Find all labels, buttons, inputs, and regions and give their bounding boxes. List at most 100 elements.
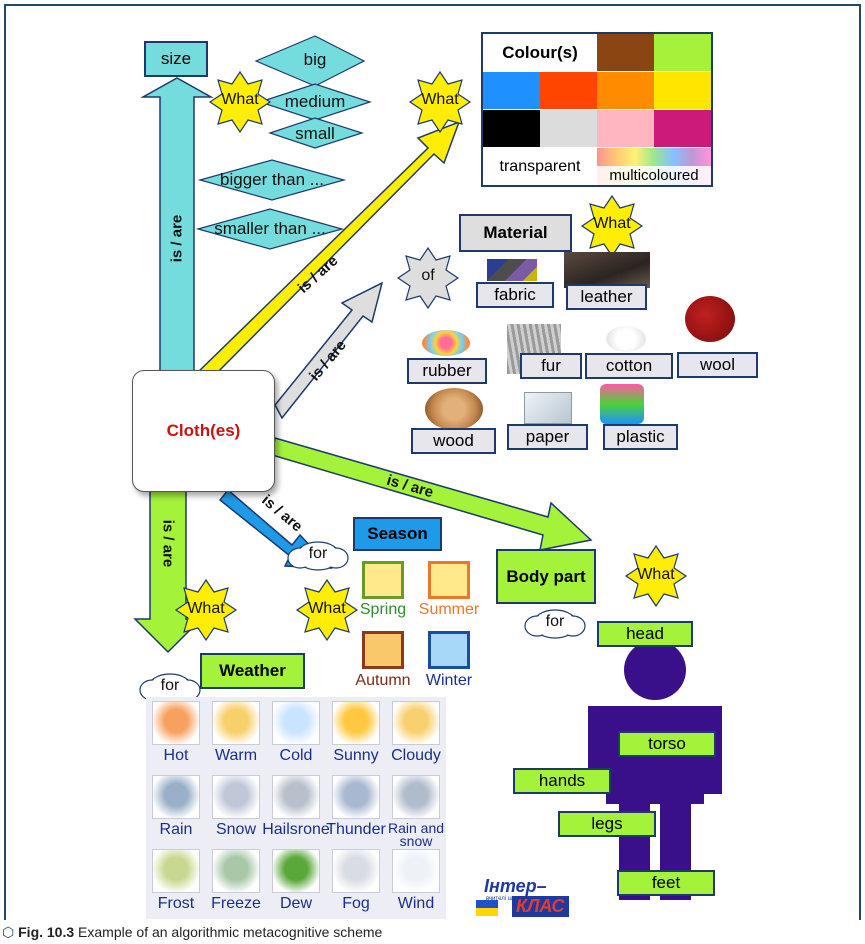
- material-cotton: cotton: [585, 353, 673, 379]
- cold-icon: [272, 701, 320, 745]
- fabric-image: [487, 259, 537, 281]
- size-medium-label: medium: [284, 92, 346, 111]
- star-what-body: [624, 544, 688, 608]
- swatch-magenta: [654, 110, 711, 147]
- plastic-image: [600, 384, 644, 424]
- weather-cold: Cold: [279, 747, 313, 764]
- logo-line2: КЛАС: [512, 896, 569, 917]
- cloud-for-season: [287, 541, 349, 571]
- colour-grid: Colour(s) transparent multicoloured: [481, 32, 713, 187]
- diagram-frame: [4, 4, 861, 920]
- body-title: Body part: [496, 549, 596, 604]
- cloud-for-weather: [139, 673, 201, 703]
- weather-dew: Dew: [279, 895, 312, 912]
- wood-image: [425, 388, 483, 430]
- thunder-icon: [332, 775, 380, 819]
- season-title: Season: [353, 517, 442, 551]
- weather-wind: Wind: [397, 895, 435, 912]
- material-fabric: fabric: [476, 282, 554, 308]
- arrow-weather-label: is / are: [159, 519, 177, 568]
- snow-icon: [212, 775, 260, 819]
- caption-text: Example of an algorithmic metacognitive …: [74, 924, 383, 940]
- what-season-label: What: [308, 600, 346, 617]
- body-legs: legs: [558, 811, 656, 837]
- weather-cloudy: Cloudy: [391, 747, 441, 764]
- diamond-medium: [258, 83, 372, 121]
- multicoloured-label: multicoloured: [597, 166, 711, 185]
- transparent-label: transparent: [499, 158, 581, 175]
- hot-icon: [152, 701, 200, 745]
- weather-rain: Rain: [159, 821, 193, 838]
- swatch-black: [483, 110, 540, 147]
- wind-icon: [392, 849, 440, 893]
- for-body-label: for: [545, 613, 565, 630]
- for-weather-label: for: [160, 677, 180, 694]
- rain-icon: [152, 775, 200, 819]
- winter-icon: [428, 631, 470, 669]
- material-rubber: rubber: [407, 358, 487, 384]
- colour-title: Colour(s): [502, 43, 578, 62]
- size-big-label: big: [303, 50, 327, 69]
- figure-caption: ⬡ Fig. 10.3 Example of an algorithmic me…: [0, 924, 865, 944]
- material-wool: wool: [677, 352, 758, 378]
- weather-rain-and-snow: Rain and snow: [387, 820, 445, 849]
- cotton-image: [606, 326, 646, 352]
- of-label: of: [421, 267, 435, 284]
- material-leather: leather: [566, 284, 647, 310]
- star-what-colour: [408, 70, 472, 134]
- swatch-brown: [597, 34, 654, 71]
- cloud-for-body: [524, 609, 586, 639]
- rain-snow-icon: [392, 775, 440, 819]
- rubber-image: [422, 330, 470, 356]
- season-spring: Spring: [359, 601, 407, 618]
- body-hands: hands: [513, 768, 611, 794]
- swatch-pink: [597, 110, 654, 147]
- what-material-label: What: [593, 215, 631, 232]
- what-size-label: What: [221, 91, 259, 108]
- season-autumn: Autumn: [355, 672, 411, 689]
- weather-fog: Fog: [342, 895, 370, 912]
- logo: Інтер– КЛАС вчителі школи: [476, 876, 588, 918]
- star-of: [396, 246, 460, 310]
- diamond-bigger: [197, 159, 347, 201]
- weather-sunny: Sunny: [333, 747, 379, 764]
- paper-image: [524, 392, 572, 424]
- star-what-weather: [174, 578, 238, 642]
- cloudy-icon: [392, 701, 440, 745]
- size-title: size: [144, 41, 208, 77]
- what-body-label: What: [637, 566, 675, 583]
- warm-icon: [212, 701, 260, 745]
- material-fur: fur: [520, 353, 582, 379]
- swatch-grey: [540, 110, 597, 147]
- swatch-lime: [654, 34, 711, 71]
- arrow-size-label: is / are: [168, 214, 186, 263]
- caption-bold: Fig. 10.3: [18, 924, 75, 940]
- center-label: Cloth(es): [166, 421, 241, 440]
- for-season-label: for: [308, 545, 328, 562]
- body-feet: feet: [617, 870, 715, 896]
- weather-warm: Warm: [214, 747, 258, 764]
- body-torso: torso: [618, 731, 716, 757]
- freeze-icon: [212, 849, 260, 893]
- star-what-size: [208, 70, 272, 134]
- sunny-icon: [332, 701, 380, 745]
- size-bigger-label: bigger than ...: [220, 170, 324, 189]
- logo-small: вчителі школи: [486, 896, 526, 902]
- size-smaller-label: smaller than ...: [214, 219, 326, 238]
- arrow-body: [271, 437, 593, 551]
- weather-hot: Hot: [163, 747, 189, 764]
- material-title: Material: [459, 214, 572, 252]
- arrow-size: [140, 77, 214, 376]
- star-what-season: [295, 578, 359, 642]
- leather-image: [564, 252, 650, 288]
- logo-line1: Інтер–: [484, 876, 547, 896]
- dew-icon: [272, 849, 320, 893]
- weather-hailsrone: Hailsrone: [262, 821, 330, 838]
- material-plastic: plastic: [603, 424, 678, 450]
- weather-frost: Frost: [157, 895, 195, 912]
- frost-icon: [152, 849, 200, 893]
- weather-freeze: Freeze: [211, 895, 261, 912]
- weather-title: Weather: [200, 653, 305, 689]
- swatch-blue: [483, 72, 540, 109]
